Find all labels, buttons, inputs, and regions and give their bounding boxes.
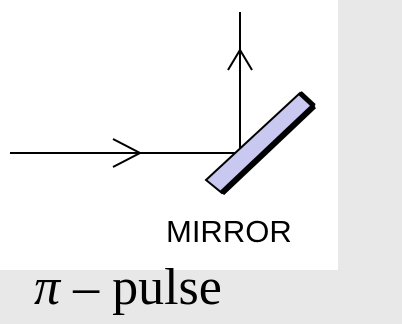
reflected-beam-arrowhead	[227, 48, 253, 71]
mirror-back-edge	[298, 91, 316, 108]
mirror-label: MIRROR	[166, 214, 292, 249]
pi-symbol: π	[34, 259, 61, 316]
mirror	[204, 91, 316, 195]
incoming-beam-arrowhead	[112, 138, 143, 168]
caption-word: pulse	[99, 259, 222, 316]
mirror-bottom-edge	[219, 103, 317, 196]
pi-pulse-caption: π – pulse	[34, 262, 222, 314]
caption-dash: –	[60, 259, 100, 316]
